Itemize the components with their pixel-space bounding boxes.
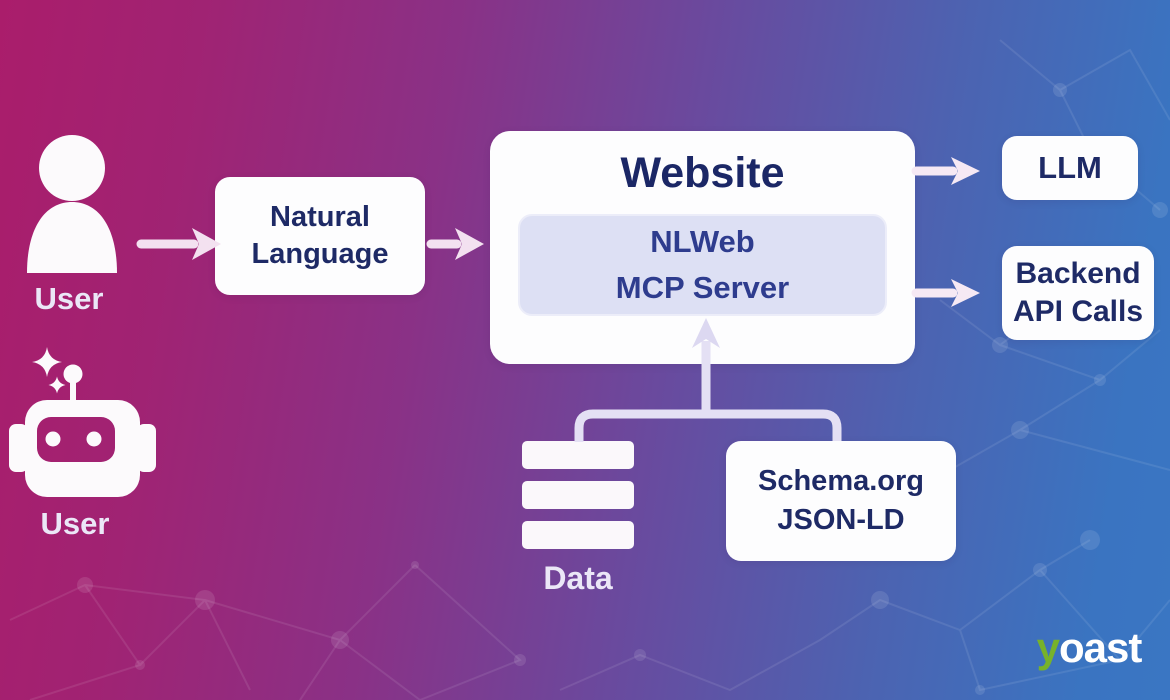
schema-org-node: Schema.org JSON-LD	[726, 441, 956, 561]
yoast-logo-rest: oast	[1059, 624, 1142, 671]
person-user-icon	[27, 135, 117, 273]
llm-label: LLM	[1038, 150, 1102, 185]
schema-line2: JSON-LD	[777, 504, 905, 536]
database-icon-bar	[522, 441, 634, 469]
nlweb-label: NLWeb	[650, 224, 755, 259]
database-icon-bar	[522, 481, 634, 509]
backend-line2: API Calls	[1012, 295, 1144, 328]
backend-line1: Backend	[1015, 257, 1141, 290]
llm-node: LLM	[1002, 136, 1138, 200]
person-user-label: User	[34, 281, 104, 316]
data-label: Data	[543, 560, 613, 596]
schema-line1: Schema.org	[758, 465, 924, 497]
website-node: Website NLWeb MCP Server	[490, 131, 915, 364]
mcp-server-label: MCP Server	[615, 270, 790, 305]
yoast-logo-y: y	[1036, 624, 1060, 671]
natural-language-line2: Language	[251, 238, 389, 270]
yoast-logo: yoast	[1014, 624, 1164, 672]
natural-language-line1: Natural	[270, 201, 370, 233]
robot-user-label: User	[40, 506, 110, 541]
robot-user-icon	[9, 347, 156, 497]
website-title: Website	[620, 149, 785, 197]
natural-language-node: Natural Language	[215, 177, 425, 295]
nlweb-mcp-server-node: NLWeb MCP Server	[518, 214, 887, 316]
database-icon-bar	[522, 521, 634, 549]
backend-api-calls-node: Backend API Calls	[1002, 246, 1154, 340]
